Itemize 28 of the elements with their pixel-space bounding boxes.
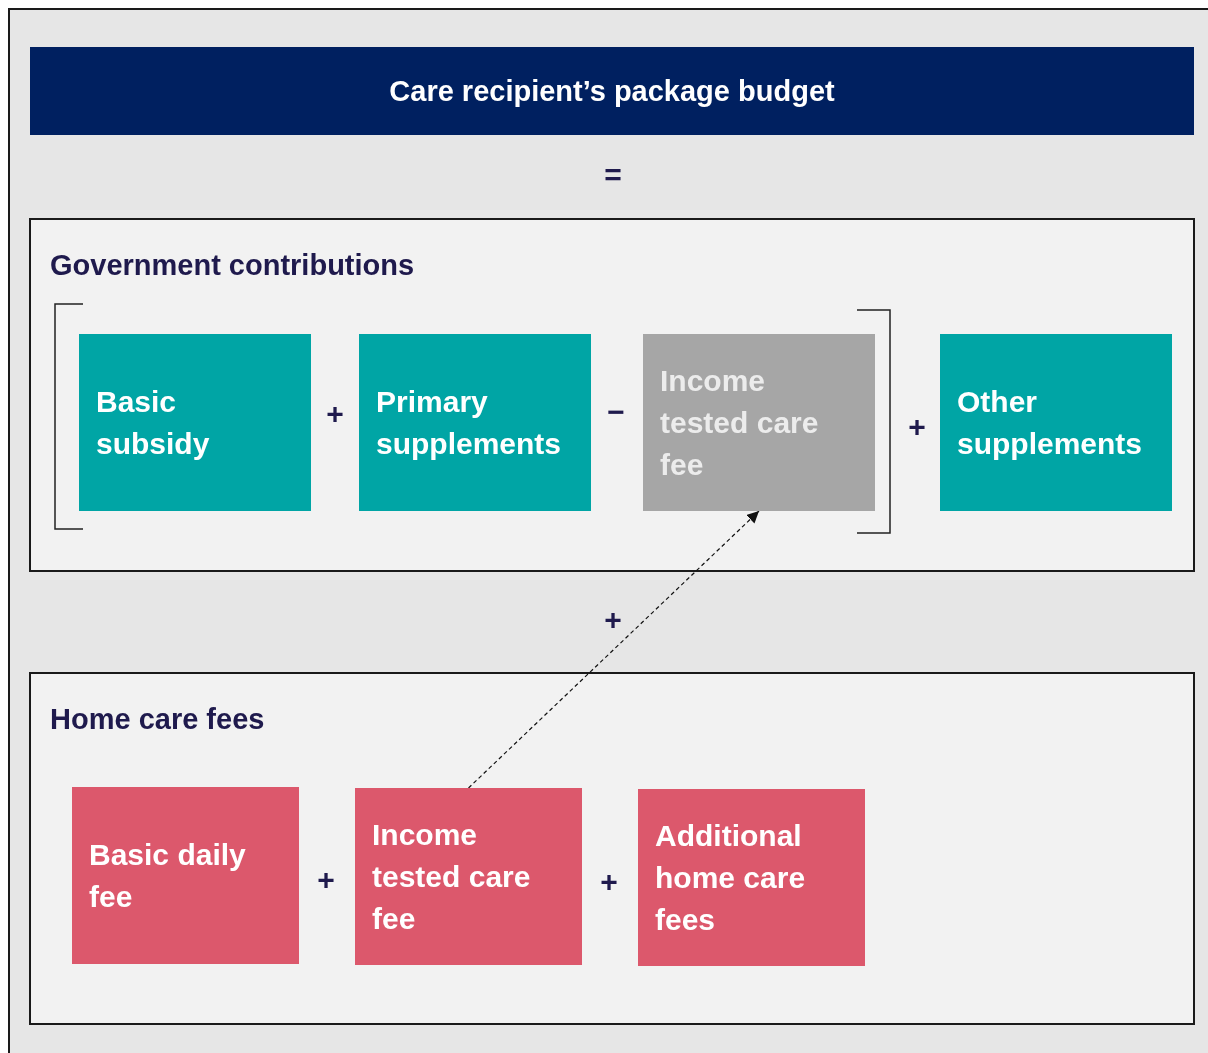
operator-sign: + (317, 865, 335, 895)
fee-box (79, 334, 311, 511)
operator-sign: − (607, 397, 625, 427)
group-heading: Government contributions (50, 248, 415, 283)
box-label: Other supplements (957, 383, 1144, 462)
fee-box (359, 334, 591, 511)
box-label: Care recipient’s package budget (389, 73, 835, 109)
fee-box (355, 788, 582, 965)
operator-sign: + (908, 412, 926, 442)
box-label: Income tested care fee (660, 362, 820, 483)
group-panel (29, 672, 1195, 1025)
operator-sign: = (604, 160, 622, 190)
group-heading: Home care fees (50, 702, 265, 737)
box-label: Additional home care fees (655, 817, 807, 938)
dashed-arrow (467, 510, 760, 789)
box-label: Basic daily fee (89, 836, 247, 915)
group-panel (29, 218, 1195, 572)
fee-box (638, 789, 865, 966)
box-label: Income tested care fee (372, 816, 532, 937)
operator-sign: + (604, 605, 622, 635)
fee-box (72, 787, 299, 964)
fee-box (643, 334, 875, 511)
box-label: Primary supplements (376, 383, 563, 462)
operator-sign: + (326, 399, 344, 429)
operator-sign: + (600, 867, 618, 897)
fee-box (940, 334, 1172, 511)
box-label: Basic subsidy (96, 383, 211, 462)
title-bar (30, 47, 1194, 135)
